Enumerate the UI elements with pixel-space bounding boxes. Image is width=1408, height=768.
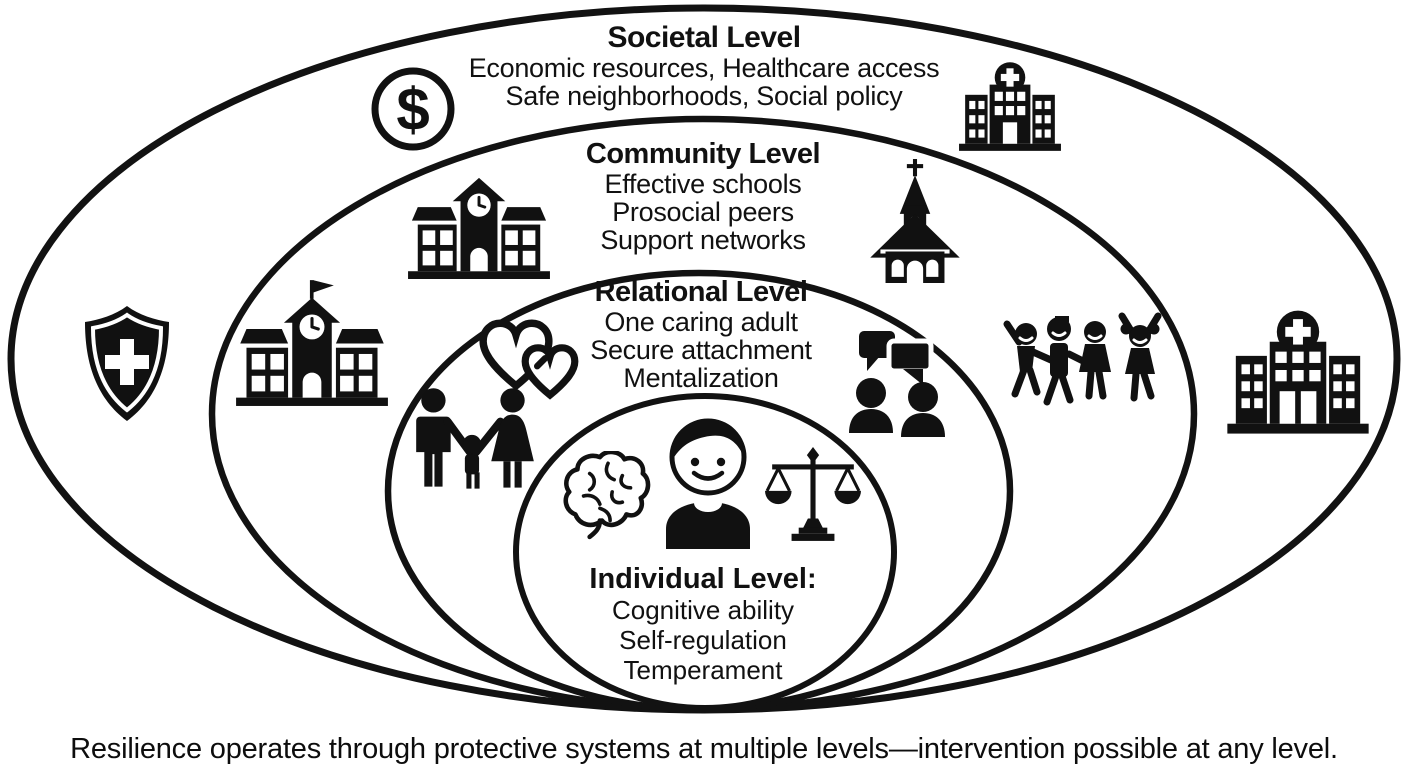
individual-level-line: Cognitive ability [611, 595, 795, 625]
community-level-line: Effective schools [604, 169, 802, 199]
community-level-label: Community Level Effective schools Prosoc… [585, 138, 821, 255]
hospital-large-icon [1219, 305, 1377, 435]
relational-level-line: Secure attachment [590, 335, 812, 365]
figure-caption: Resilience operates through protective s… [70, 733, 1338, 765]
family-icon [403, 387, 545, 503]
relational-level-line: Mentalization [623, 363, 779, 393]
societal-level-label: Societal Level Economic resources, Healt… [468, 21, 940, 111]
individual-ellipse [513, 393, 897, 711]
community-level-title: Community Level [585, 138, 821, 170]
community-level-line: Support networks [600, 225, 806, 255]
individual-level-title: Individual Level: [589, 563, 817, 595]
individual-level-line: Temperament [623, 655, 783, 685]
scales-icon [764, 447, 862, 545]
relational-level-line: One caring adult [604, 307, 798, 337]
shield-cross-icon [81, 302, 173, 426]
societal-level-title: Societal Level [607, 21, 801, 54]
relational-level-title: Relational Level [594, 276, 808, 308]
child-figure-icon [651, 409, 765, 549]
societal-level-line: Economic resources, Healthcare access [468, 53, 940, 83]
relational-level-label: Relational Level One caring adult Secure… [590, 276, 812, 392]
svg-text:$: $ [396, 76, 429, 143]
school-flag-icon [234, 278, 390, 406]
hospital-icon [957, 58, 1063, 152]
church-icon [866, 159, 964, 283]
money-circle-icon: $ [369, 65, 457, 153]
conversation-icon [839, 325, 955, 439]
children-group-icon [999, 302, 1181, 408]
brain-icon [559, 451, 651, 541]
individual-level-label: Individual Level: Cognitive ability Self… [589, 563, 816, 685]
school-clock-icon [406, 175, 552, 279]
community-level-line: Prosocial peers [612, 197, 794, 227]
hearts-icon [477, 314, 585, 406]
societal-level-line: Safe neighborhoods, Social policy [505, 81, 903, 111]
individual-level-line: Self-regulation [619, 625, 787, 655]
